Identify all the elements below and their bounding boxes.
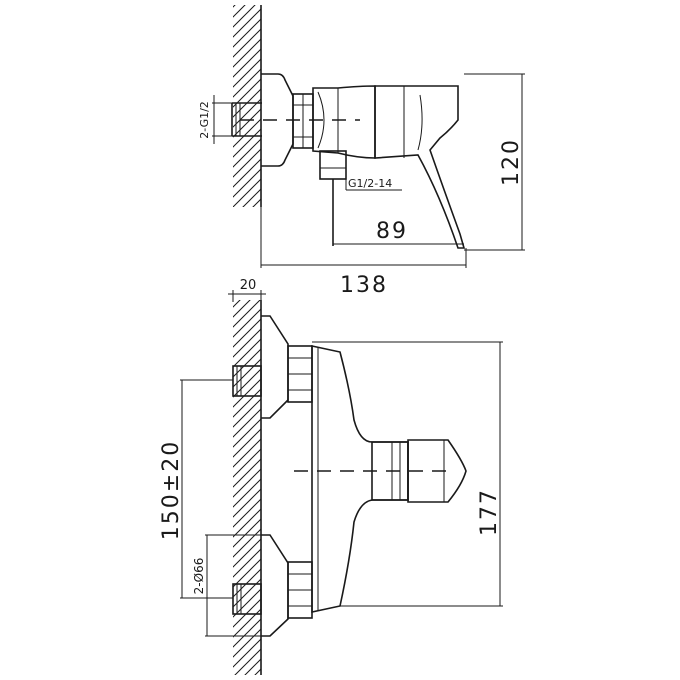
side-view: 120 89 138 2-G1/2 G1/2-14 <box>198 5 525 298</box>
dim-flange-label: 2-Ø66 <box>192 558 206 595</box>
nut-lower-front <box>287 561 313 619</box>
mixer-body-top <box>312 85 376 159</box>
outlet-thread-label: G1/2-14 <box>348 177 392 190</box>
hex-nut-top <box>292 93 314 149</box>
dim-lines-top <box>212 73 525 268</box>
nut-upper-front <box>287 345 313 403</box>
dim-lines-front <box>180 341 503 637</box>
dim-reach-label: 89 <box>376 219 408 244</box>
dim-wall-lines <box>228 290 266 302</box>
lever-handle-top <box>374 85 466 249</box>
inlet-lower-front <box>232 583 262 615</box>
inlet-thread-label: 2-G1/2 <box>198 101 211 139</box>
escutcheon-upper-front <box>261 315 289 419</box>
mixer-body-front <box>311 345 409 613</box>
dim-height-label-front: 177 <box>477 488 502 536</box>
front-view: 20 <box>159 278 503 675</box>
escutcheon-lower-front <box>261 534 289 637</box>
inlet-upper-front <box>232 365 262 397</box>
dim-width-label: 138 <box>340 273 388 298</box>
dim-wall-label: 20 <box>240 278 257 293</box>
dim-spacing-label: 150±20 <box>159 440 184 540</box>
outlet-top <box>319 150 347 246</box>
wall-hatch-front <box>233 300 261 675</box>
wall-hatch-top <box>233 5 261 207</box>
dim-height-label-top: 120 <box>499 138 524 186</box>
